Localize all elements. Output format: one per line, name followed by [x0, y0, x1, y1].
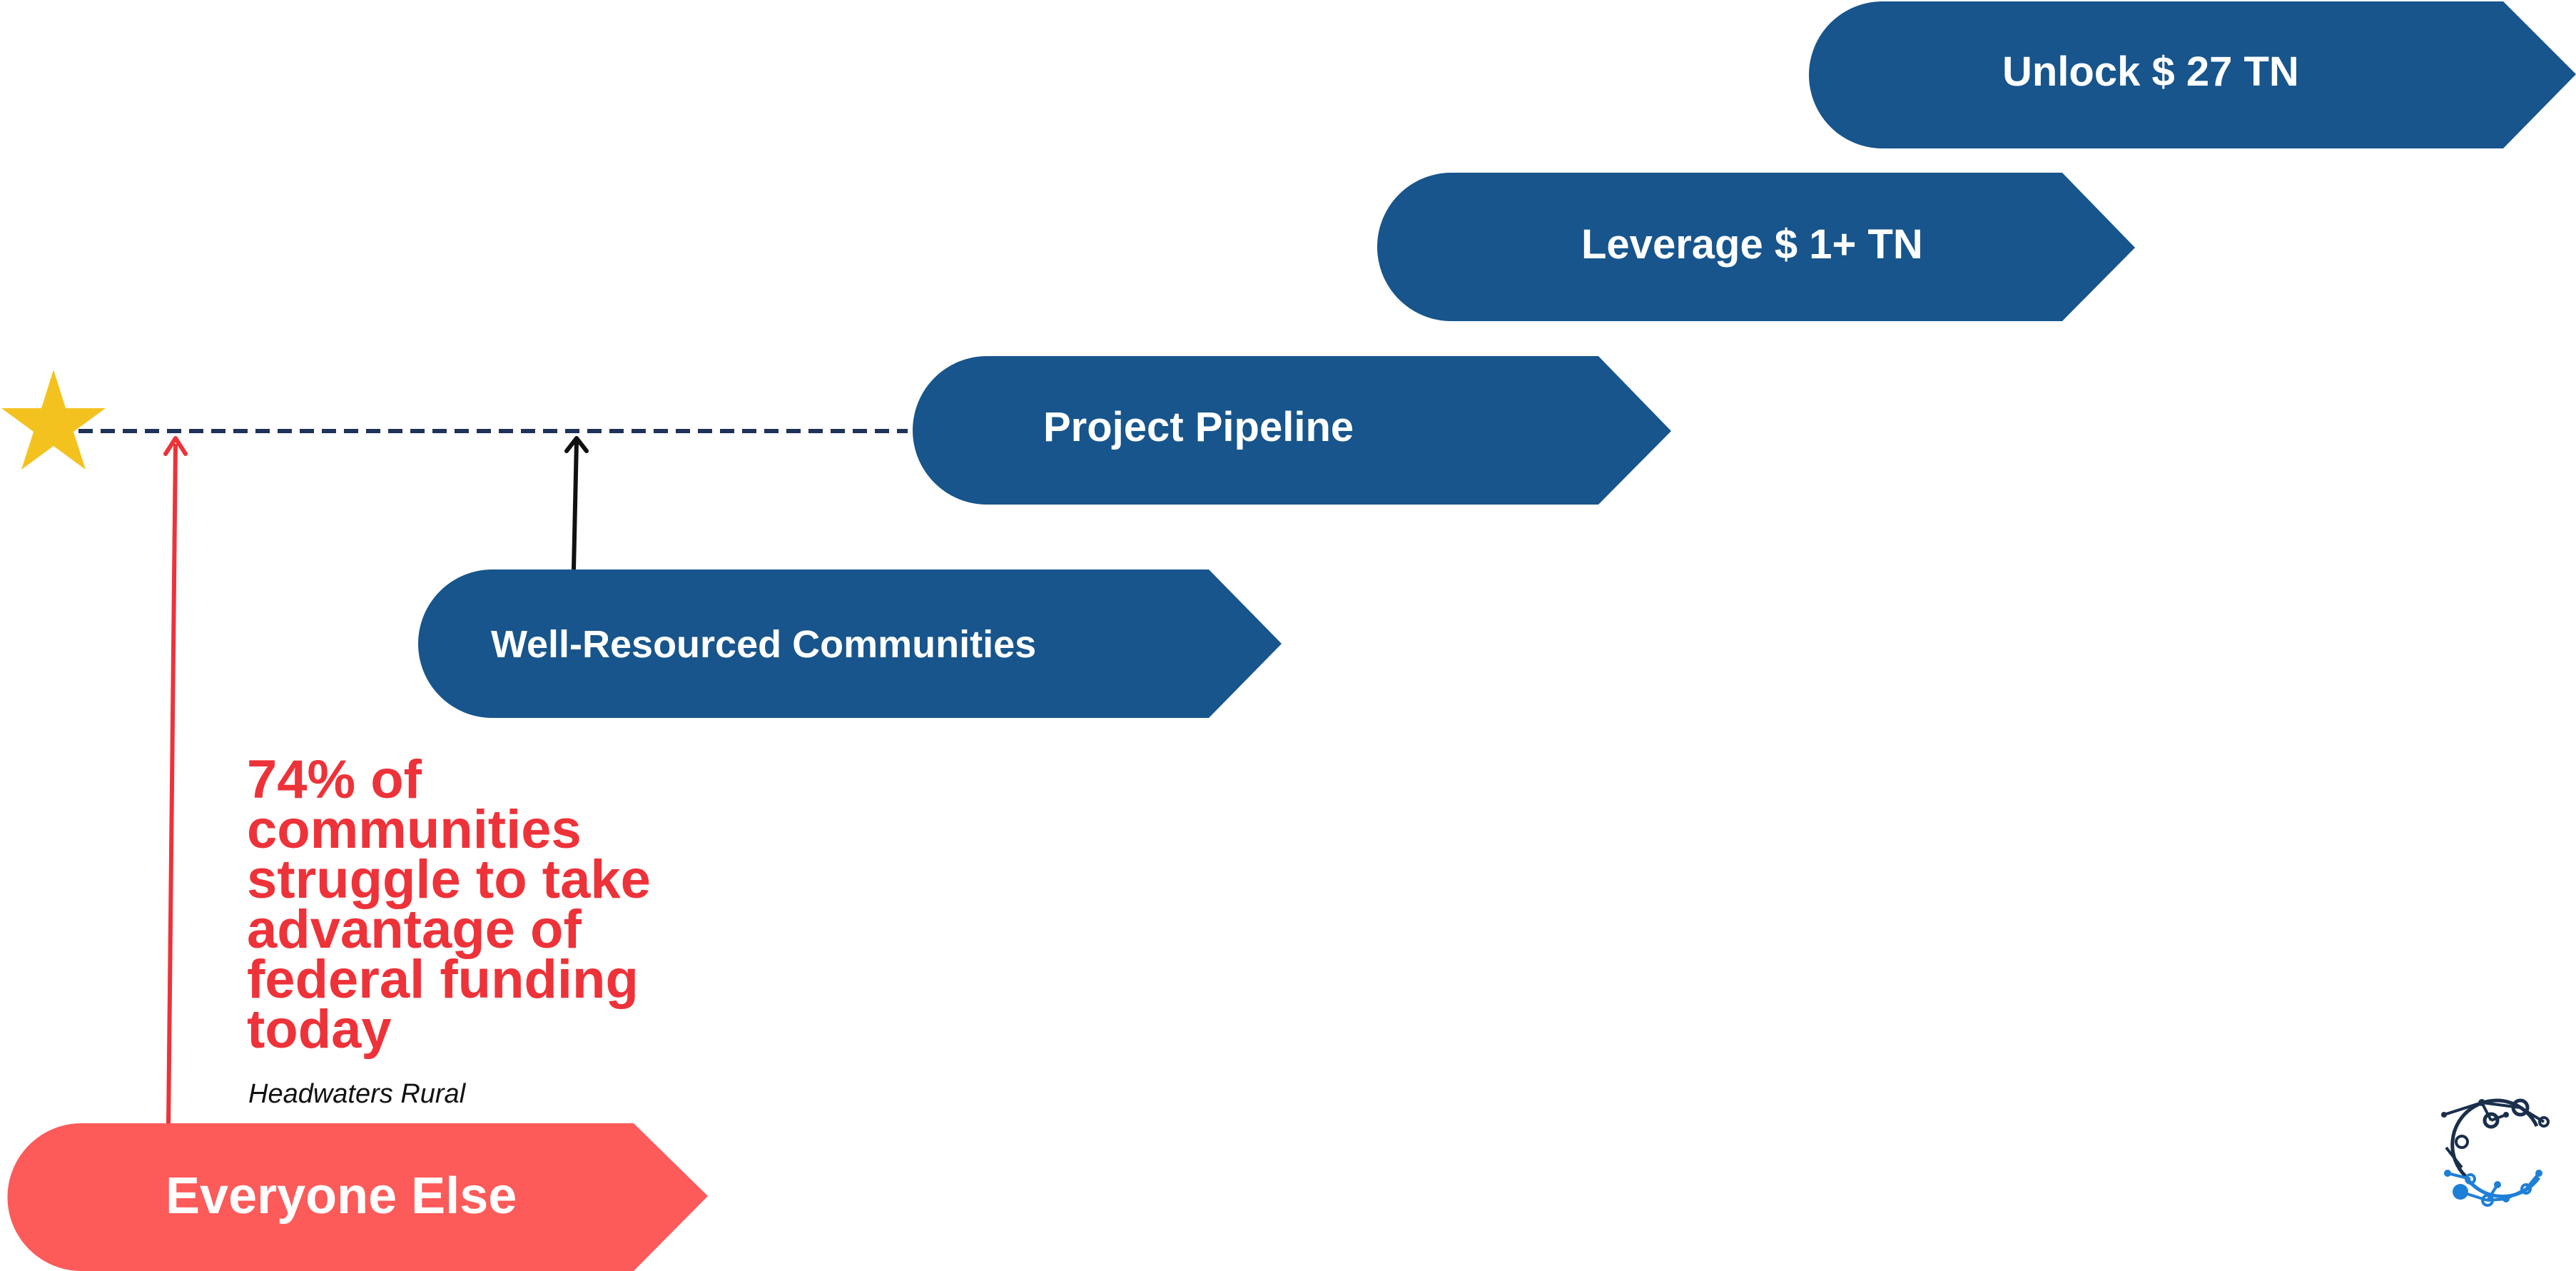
well-resourced-arrowhead	[564, 436, 589, 453]
stat-source: Headwaters Rural	[248, 1079, 466, 1109]
everyone-else-banner	[7, 1123, 709, 1271]
everyone-else-label: Everyone Else	[166, 1168, 517, 1225]
star-icon	[1, 370, 106, 470]
well-resourced-banner	[418, 569, 1282, 718]
unlock-banner	[1809, 1, 2576, 148]
stat-text: 74% of communities struggle to take adva…	[247, 749, 651, 1060]
leverage-banner	[1377, 173, 2135, 321]
pipeline-label: Project Pipeline	[1043, 404, 1354, 450]
leverage-label: Leverage $ 1+ TN	[1581, 221, 1923, 268]
well-resourced-arrow-line	[572, 440, 579, 570]
unlock-label: Unlock $ 27 TN	[2002, 49, 2299, 95]
everyone-else-arrowhead	[163, 436, 188, 456]
pipeline-banner	[913, 356, 1671, 505]
everyone-else-arrow-line	[166, 443, 178, 1127]
well-resourced-label: Well-Resourced Communities	[491, 623, 1037, 666]
network-logo-icon	[2441, 1098, 2550, 1207]
